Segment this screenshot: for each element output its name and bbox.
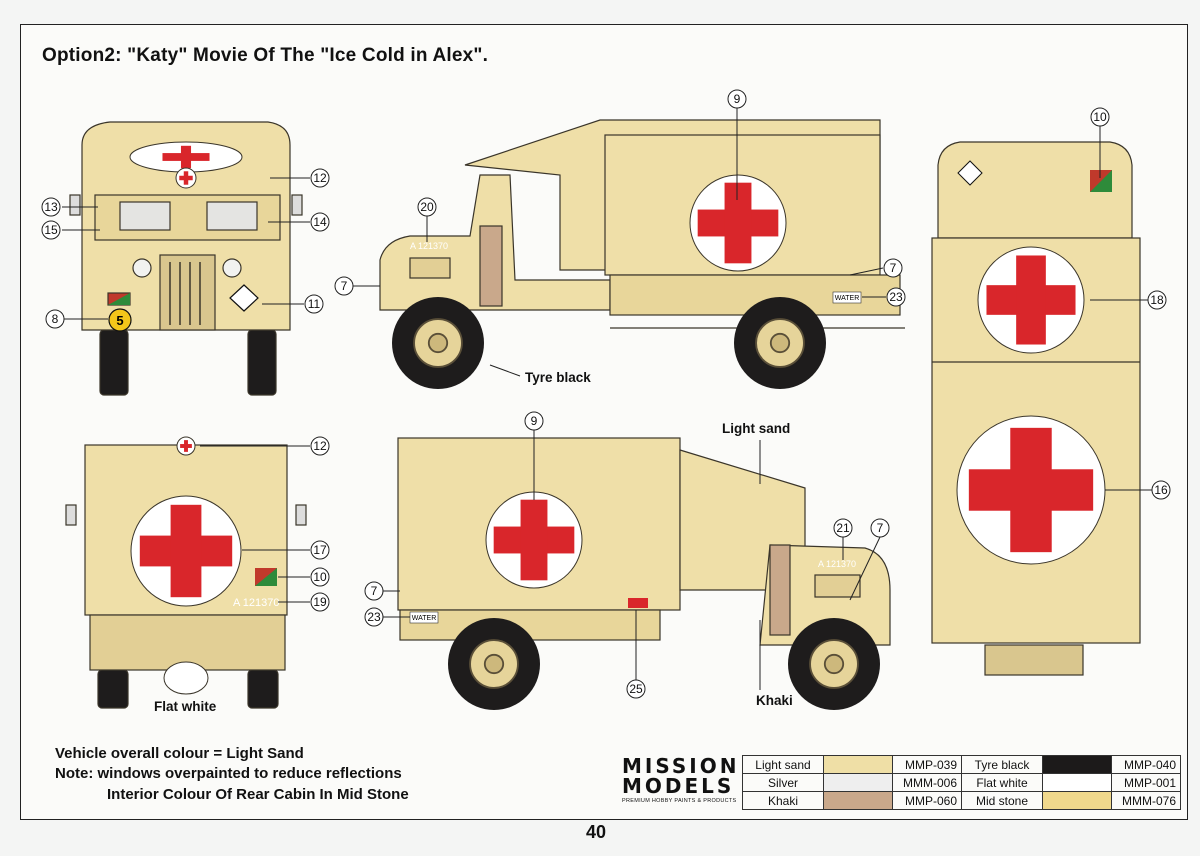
callout-12-a: 12 — [313, 171, 327, 185]
top-view — [931, 141, 1141, 676]
callout-18: 18 — [1150, 293, 1164, 307]
callout-9-a: 9 — [734, 92, 741, 106]
paint-code: MMP-039 — [892, 755, 962, 774]
paint-name: Flat white — [961, 773, 1043, 792]
paint-code: MMM-076 — [1111, 791, 1181, 810]
callout-7-a: 7 — [341, 279, 348, 293]
side-view-right — [379, 119, 905, 329]
serial-text-rear: A 121370 — [233, 597, 280, 609]
paint-swatch — [823, 755, 893, 774]
paint-row: Khaki MMP-060 Mid stone MMM-076 — [742, 791, 1181, 810]
paint-table: Light sand MMP-039 Tyre black MMP-040 Si… — [742, 755, 1181, 810]
callout-21: 21 — [836, 521, 850, 535]
callout-25: 25 — [629, 682, 643, 696]
callout-19: 19 — [313, 595, 327, 609]
callout-23-b: 23 — [367, 610, 381, 624]
callout-7-c: 7 — [877, 521, 884, 535]
callout-10-b: 10 — [313, 570, 327, 584]
paint-name: Mid stone — [961, 791, 1043, 810]
callout-20: 20 — [420, 200, 434, 214]
note-windows: Note: windows overpainted to reduce refl… — [55, 765, 402, 782]
label-light-sand: Light sand — [722, 421, 791, 436]
logo-line2: MODELS — [622, 774, 735, 798]
callout-14: 14 — [313, 215, 327, 229]
label-khaki: Khaki — [756, 693, 793, 708]
water-text-side2: WATER — [412, 615, 437, 622]
callout-17: 17 — [313, 543, 327, 557]
paint-row: Silver MMM-006 Flat white MMP-001 — [742, 773, 1181, 792]
paint-name: Silver — [742, 773, 824, 792]
callout-16: 16 — [1154, 483, 1168, 497]
paint-code: MMP-001 — [1111, 773, 1181, 792]
callout-8: 8 — [52, 312, 59, 326]
unit-number-text: 5 — [116, 313, 123, 328]
page-title: Option2: "Katy" Movie Of The "Ice Cold i… — [42, 45, 489, 66]
paint-swatch — [1042, 773, 1112, 792]
serial-text-side2: A 121370 — [818, 559, 856, 569]
front-view — [69, 121, 303, 396]
note-interior-colour: Interior Colour Of Rear Cabin In Mid Sto… — [107, 786, 409, 803]
paint-row: Light sand MMP-039 Tyre black MMP-040 — [742, 755, 1181, 774]
paint-name: Tyre black — [961, 755, 1043, 774]
paint-code: MMP-040 — [1111, 755, 1181, 774]
logo-tagline: PREMIUM HOBBY PAINTS & PRODUCTS — [622, 798, 737, 804]
callout-7-d: 7 — [371, 584, 378, 598]
paint-name: Light sand — [742, 755, 824, 774]
callout-9-b: 9 — [531, 414, 538, 428]
note-overall-colour: Vehicle overall colour = Light Sand — [55, 745, 304, 762]
paint-swatch — [1042, 791, 1112, 810]
label-tyre-black: Tyre black — [525, 370, 591, 385]
callout-11: 11 — [308, 297, 321, 311]
callout-12-b: 12 — [313, 439, 327, 453]
logo-line1: MISSION — [622, 754, 740, 778]
page-number: 40 — [586, 822, 607, 842]
paint-code: MMP-060 — [892, 791, 962, 810]
paint-code: MMM-006 — [892, 773, 962, 792]
water-text-side: WATER — [835, 295, 860, 302]
callout-10-a: 10 — [1093, 110, 1107, 124]
callout-13: 13 — [44, 200, 58, 214]
serial-text-side: A 121370 — [410, 241, 448, 251]
callout-23-a: 23 — [889, 290, 903, 304]
paint-name: Khaki — [742, 791, 824, 810]
label-flat-white: Flat white — [154, 699, 217, 714]
side-view-left — [397, 437, 891, 646]
paint-swatch — [1042, 755, 1112, 774]
mission-models-logo: MISSION MODELS PREMIUM HOBBY PAINTS & PR… — [622, 756, 740, 804]
paint-swatch — [823, 791, 893, 810]
callout-7-b: 7 — [890, 261, 897, 275]
callout-15: 15 — [44, 223, 58, 237]
paint-swatch — [823, 773, 893, 792]
